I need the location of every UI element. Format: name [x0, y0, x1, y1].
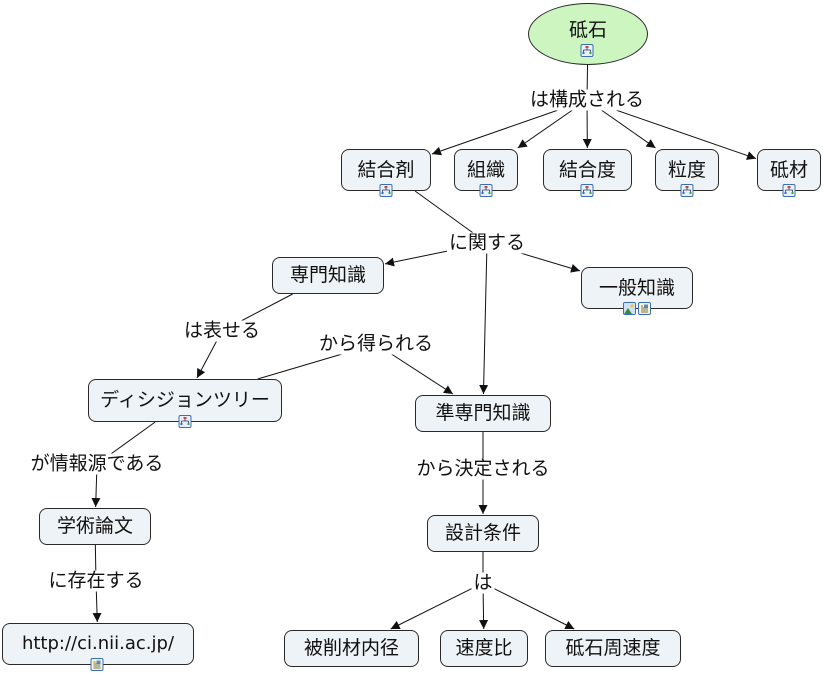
resource-icons [680, 184, 694, 197]
link-line [238, 293, 293, 323]
concept-label: 被削材内径 [303, 637, 399, 659]
concept-label: 速度比 [455, 637, 513, 659]
resource-icons [90, 658, 104, 671]
link-arrow [390, 587, 474, 630]
resource-icons [479, 184, 493, 197]
image-icon[interactable] [623, 302, 636, 315]
linking-phrase[interactable]: から決定される [414, 457, 552, 480]
link-arrow [91, 472, 101, 508]
concept-label: 砥材 [769, 158, 808, 181]
concept-map-icon[interactable] [782, 184, 796, 197]
resource-icons [623, 302, 651, 315]
concept-label: 準専門知識 [435, 402, 531, 424]
concept-label: 砥石 [568, 18, 607, 41]
linking-phrase[interactable]: から得られる [316, 332, 436, 355]
concept-map-icon[interactable] [379, 184, 393, 197]
concept-node-gakujutsu[interactable]: 学術論文 [39, 508, 151, 545]
linking-phrase[interactable]: に関する [446, 231, 528, 254]
concept-node-ippan[interactable]: 一般知識 [581, 267, 693, 309]
link-arrow [431, 108, 563, 156]
concept-node-senmon[interactable]: 専門知識 [272, 257, 384, 294]
resource-icons [580, 44, 594, 57]
link-arrow [515, 251, 581, 273]
concept-node-tozai[interactable]: 砥材 [757, 149, 821, 191]
resource-icons [178, 415, 192, 428]
concept-label: 一般知識 [598, 276, 675, 299]
linking-phrase[interactable]: が情報源である [28, 452, 166, 475]
concept-node-ketsugozai[interactable]: 結合剤 [341, 149, 431, 191]
link-arrow [492, 587, 575, 630]
concept-label: 結合度 [558, 158, 616, 181]
concept-label: 結合剤 [357, 158, 415, 181]
link-line [94, 544, 97, 573]
resource-icons [379, 184, 393, 197]
concept-node-decision-tree[interactable]: ディシジョンツリー [88, 379, 282, 422]
concept-node-sekkei[interactable]: 設計条件 [427, 515, 539, 552]
document-icon[interactable] [638, 302, 651, 315]
concept-node-jun-senmon[interactable]: 準専門知識 [415, 395, 551, 432]
concept-node-toishi[interactable]: 砥石 [528, 3, 648, 65]
document-icon[interactable] [90, 658, 104, 671]
concept-node-ryudo[interactable]: 粒度 [655, 149, 719, 191]
concept-node-shusokudo[interactable]: 砥石周速度 [545, 630, 681, 667]
resource-icons [782, 184, 796, 197]
link-arrow [479, 591, 489, 630]
concept-label: http://ci.nii.ac.jp/ [21, 633, 175, 654]
concept-map-icon[interactable] [580, 184, 594, 197]
linking-phrase[interactable]: は表せる [181, 319, 263, 342]
concept-label: ディシジョンツリー [100, 389, 270, 411]
concept-map-icon[interactable] [479, 184, 493, 197]
concept-label: 専門知識 [289, 264, 366, 286]
link-arrow [479, 251, 489, 395]
link-arrow [384, 250, 450, 267]
concept-label: 粒度 [667, 158, 706, 181]
concept-map-icon[interactable] [178, 415, 192, 428]
concept-label: 砥石周速度 [565, 637, 661, 659]
link-line [414, 190, 476, 235]
linking-phrase[interactable]: は [471, 571, 495, 594]
concept-node-sokudohi[interactable]: 速度比 [440, 630, 528, 667]
concept-label: 組織 [466, 158, 505, 181]
link-line [108, 421, 156, 456]
concept-label: 学術論文 [56, 515, 133, 537]
concept-map-icon[interactable] [580, 44, 594, 57]
link-arrow [388, 352, 454, 395]
linking-phrase[interactable]: は構成される [527, 88, 647, 111]
concept-node-naikei[interactable]: 被削材内径 [284, 630, 419, 667]
linking-phrase[interactable]: に存在する [46, 569, 146, 592]
concept-map-icon[interactable] [680, 184, 694, 197]
link-arrow [517, 108, 576, 149]
resource-icons [580, 184, 594, 197]
link-line [257, 352, 348, 380]
link-arrow [598, 108, 656, 149]
concept-label: 設計条件 [444, 522, 521, 544]
link-arrow [196, 339, 218, 379]
link-arrow [92, 589, 102, 623]
link-arrow [611, 108, 757, 160]
